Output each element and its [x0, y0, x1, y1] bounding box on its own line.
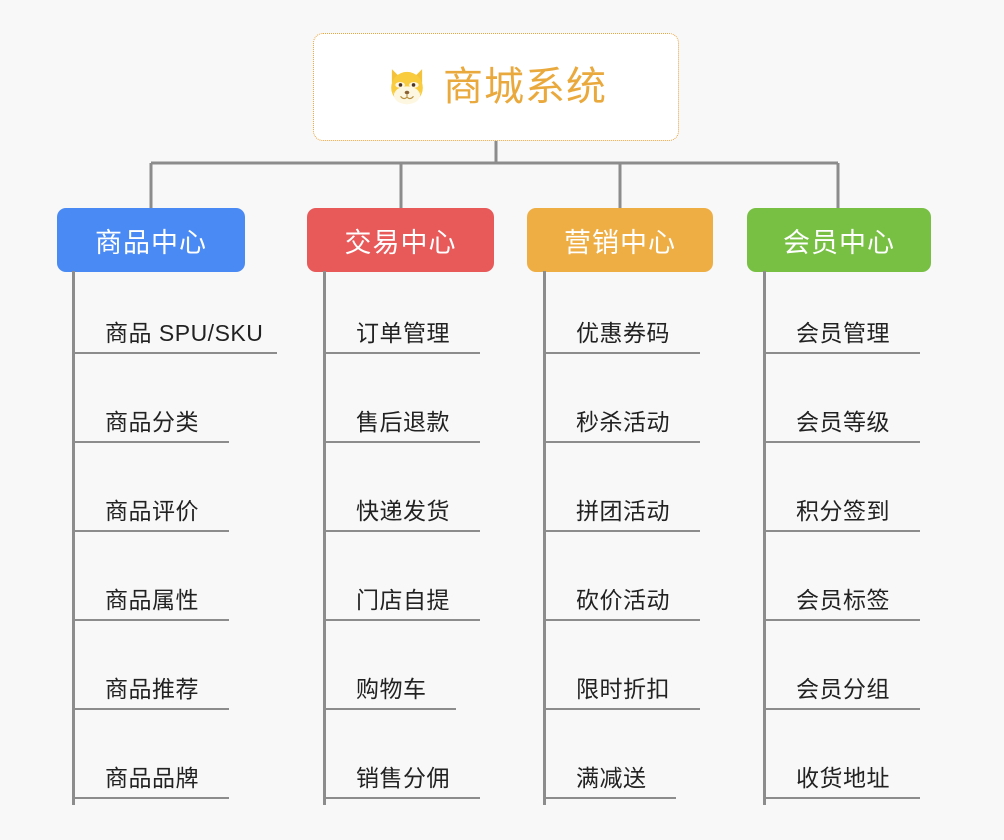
root-label: 商城系统: [443, 65, 607, 109]
leaf-stem-line: [323, 538, 326, 627]
leaf-stem-line: [763, 271, 766, 360]
leaf-underline: [763, 619, 920, 621]
leaf-stem-line: [323, 449, 326, 538]
leaf-stem-line: [763, 449, 766, 538]
leaf-underline: [543, 352, 700, 354]
leaf-label: 秒杀活动: [576, 409, 670, 435]
category-label: 商品中心: [95, 227, 207, 258]
leaf-label: 拼团活动: [576, 498, 670, 524]
leaf-label: 商品 SPU/SKU: [105, 320, 264, 346]
leaf-stem-line: [543, 716, 546, 805]
leaf-underline: [763, 352, 920, 354]
leaf-underline: [72, 441, 229, 443]
leaf-label: 订单管理: [356, 320, 450, 346]
leaf-label: 会员管理: [796, 320, 890, 346]
leaf-stem-line: [72, 449, 75, 538]
leaf-label: 积分签到: [796, 498, 890, 524]
leaf-stem-line: [323, 627, 326, 716]
leaf-stem-line: [543, 360, 546, 449]
leaf-underline: [543, 797, 676, 799]
leaf-stem-line: [72, 627, 75, 716]
leaf-label: 购物车: [356, 676, 427, 702]
leaf-label: 商品分类: [105, 409, 199, 435]
leaf-underline: [72, 619, 229, 621]
leaf-label: 会员分组: [796, 676, 890, 702]
leaf-label: 优惠券码: [576, 320, 670, 346]
category-node-4[interactable]: 会员中心: [747, 208, 931, 272]
leaf-underline: [763, 441, 920, 443]
leaf-label: 满减送: [576, 765, 647, 791]
leaf-label: 商品品牌: [105, 765, 199, 791]
leaf-stem-line: [323, 271, 326, 360]
leaf-underline: [323, 619, 480, 621]
category-label: 交易中心: [344, 227, 457, 258]
leaf-label: 限时折扣: [576, 676, 670, 702]
leaf-stem-line: [72, 716, 75, 805]
leaf-underline: [543, 441, 700, 443]
leaf-stem-line: [543, 627, 546, 716]
category-node-2[interactable]: 交易中心: [307, 208, 494, 272]
leaf-label: 快递发货: [356, 498, 450, 524]
leaf-underline: [323, 441, 480, 443]
leaf-stem-line: [72, 360, 75, 449]
leaf-label: 砍价活动: [576, 587, 670, 613]
leaf-underline: [763, 530, 920, 532]
leaf-underline: [543, 708, 700, 710]
leaf-underline: [323, 797, 480, 799]
category-label: 营销中心: [564, 227, 676, 258]
leaf-stem-line: [72, 271, 75, 360]
leaf-label: 售后退款: [356, 409, 450, 435]
leaf-stem-line: [763, 627, 766, 716]
leaf-stem-line: [543, 538, 546, 627]
category-node-3[interactable]: 营销中心: [527, 208, 713, 272]
leaf-underline: [323, 708, 456, 710]
leaf-stem-line: [763, 360, 766, 449]
leaf-stem-line: [763, 716, 766, 805]
leaf-underline: [72, 797, 229, 799]
leaf-underline: [323, 530, 480, 532]
leaf-underline: [72, 708, 229, 710]
leaf-underline: [763, 708, 920, 710]
leaf-stem-line: [323, 716, 326, 805]
leaf-underline: [763, 797, 920, 799]
root-node[interactable]: 商城系统: [313, 33, 679, 141]
leaf-stem-line: [323, 360, 326, 449]
shiba-dog-icon: [391, 69, 423, 105]
leaf-underline: [72, 530, 229, 532]
leaf-stem-line: [72, 538, 75, 627]
leaf-label: 门店自提: [356, 587, 450, 613]
category-label: 会员中心: [783, 227, 895, 258]
leaf-underline: [543, 619, 700, 621]
leaf-label: 收货地址: [796, 765, 890, 791]
leaf-stem-line: [763, 538, 766, 627]
leaf-stem-line: [543, 449, 546, 538]
leaf-label: 商品属性: [105, 587, 199, 613]
leaf-label: 销售分佣: [356, 765, 450, 791]
leaf-label: 商品推荐: [105, 676, 199, 702]
leaf-underline: [323, 352, 480, 354]
leaf-label: 商品评价: [105, 498, 199, 524]
leaf-label: 会员标签: [796, 587, 890, 613]
leaf-underline: [72, 352, 277, 354]
category-node-1[interactable]: 商品中心: [57, 208, 245, 272]
leaf-stem-line: [543, 271, 546, 360]
leaf-label: 会员等级: [796, 409, 890, 435]
leaf-underline: [543, 530, 700, 532]
